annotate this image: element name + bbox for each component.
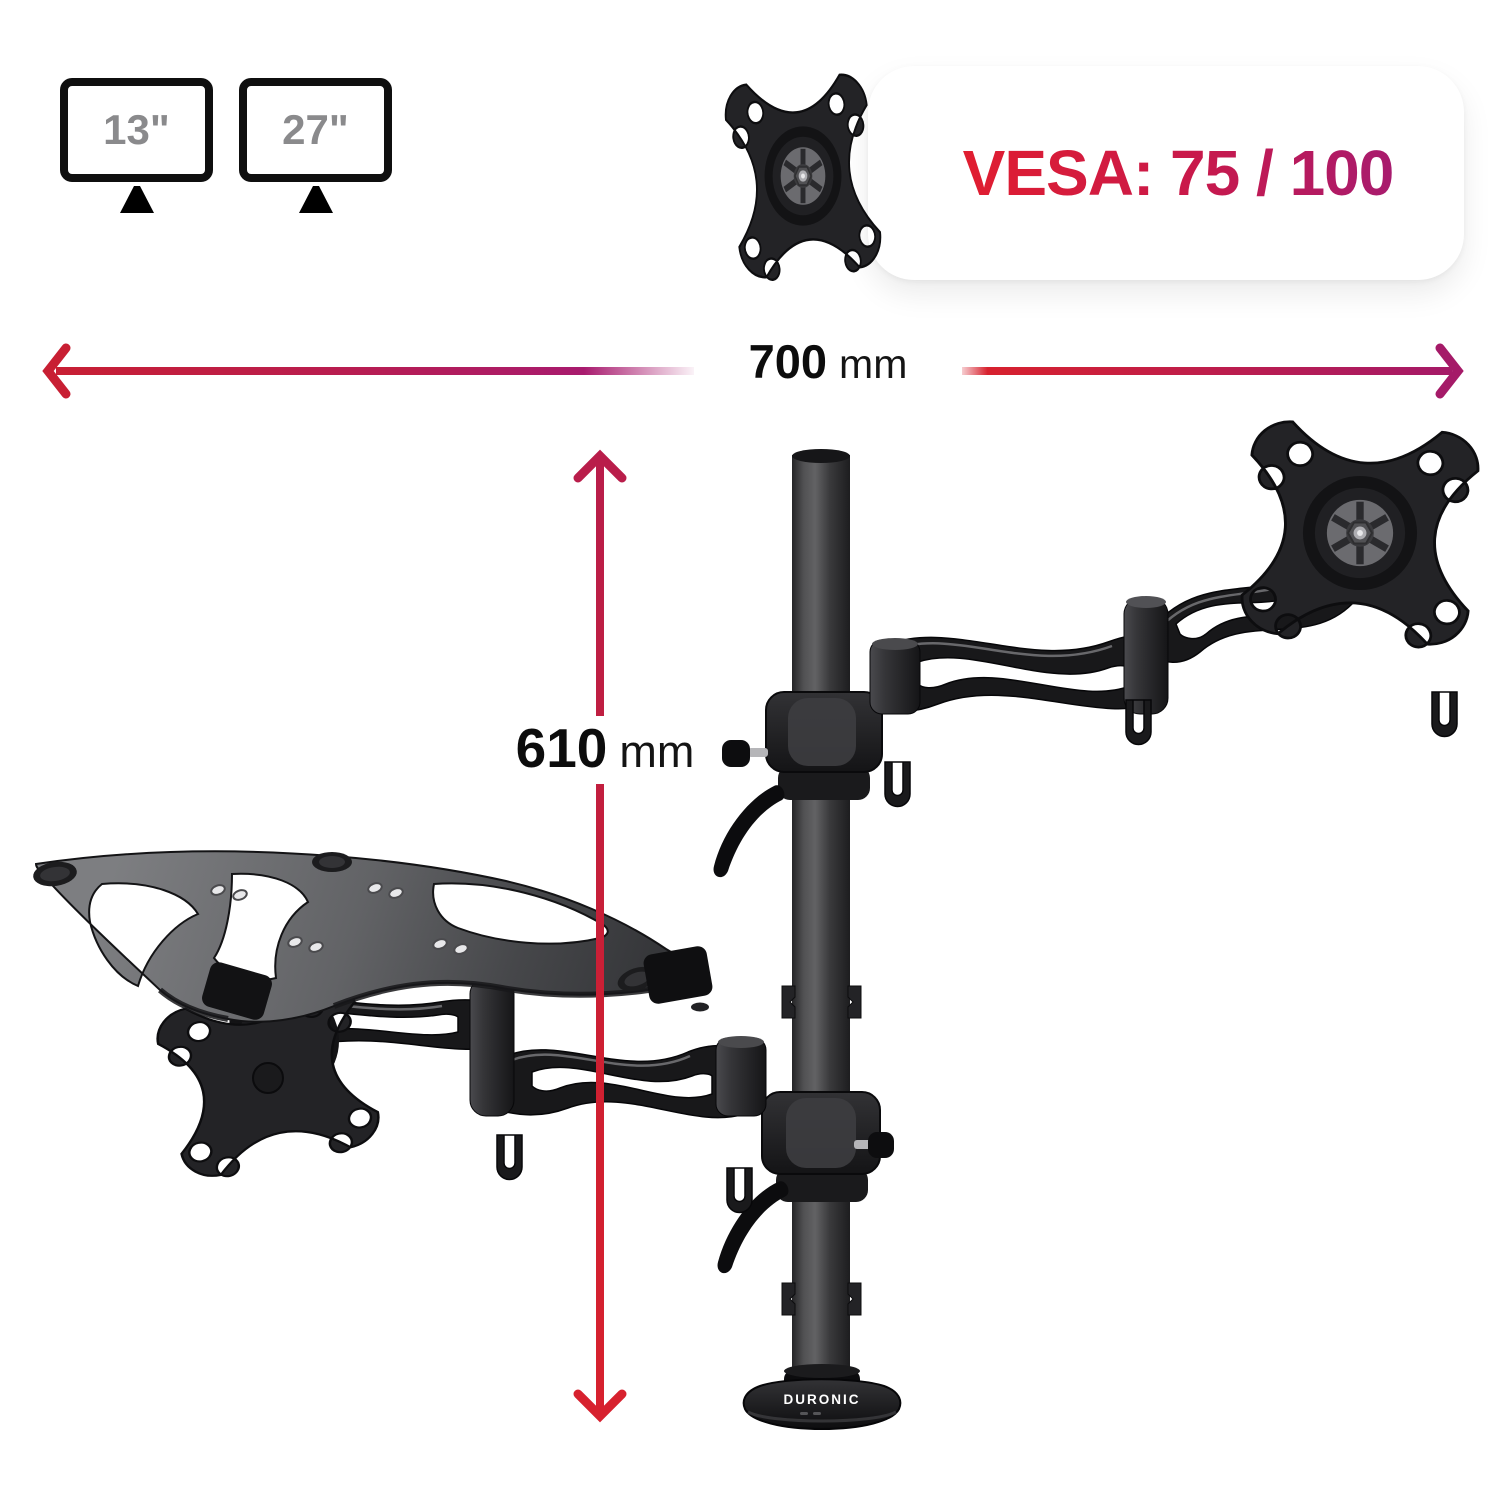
arrowhead-up-icon — [573, 449, 627, 483]
height-value: 610 — [515, 717, 608, 779]
arrowhead-right-icon — [1435, 343, 1464, 399]
height-dimension-label: 610 mm — [492, 716, 718, 784]
pole — [781, 449, 862, 1390]
arrowhead-down-icon — [573, 1389, 627, 1423]
clamp-screw-shaft — [854, 1140, 872, 1149]
monitor-arm — [713, 417, 1482, 878]
arrowhead-left-icon — [42, 343, 71, 399]
cable-clip-icon — [847, 1282, 862, 1316]
monitor-screen: 13" — [60, 78, 213, 182]
monitor-stand — [298, 186, 333, 213]
clamp-screw-shaft — [748, 748, 768, 757]
base: DURONIC — [742, 1364, 902, 1431]
width-dimension-arrow — [42, 343, 1464, 399]
thumb-screw-knob — [868, 1132, 894, 1158]
monitor-size-label: 13" — [103, 106, 170, 153]
arm-pole-socket — [715, 1037, 767, 1117]
pole-top-cap — [792, 449, 850, 463]
cable-clip-icon — [781, 985, 796, 1019]
tray-front-lips — [202, 946, 713, 1020]
cable-clip-icon — [781, 1282, 796, 1316]
cable-hook-icon — [884, 761, 911, 808]
monitor-stand — [119, 186, 154, 213]
width-dimension-label: 700 mm — [694, 334, 962, 398]
monitor-size-icons: 13" 27" — [60, 78, 392, 213]
monitor-13-icon: 13" — [60, 78, 213, 213]
thumb-screw-knob — [722, 740, 750, 767]
brand-logo: DURONIC — [784, 1392, 861, 1407]
arm-elbow-joint — [469, 977, 515, 1117]
vesa-plate-icon — [721, 71, 886, 285]
vesa-badge-label: VESA: 75 / 100 — [939, 136, 1395, 210]
tension-lever — [713, 785, 785, 878]
tray-screw-slots — [210, 882, 469, 955]
height-dimension-arrow — [573, 449, 627, 1423]
height-unit: mm — [619, 726, 695, 777]
cable-hook-icon — [726, 1167, 753, 1214]
cable-clip-icon — [847, 985, 862, 1019]
monitor-size-label: 27" — [282, 106, 349, 153]
cable-hook-icon — [496, 1134, 523, 1181]
monitor-27-icon: 27" — [239, 78, 392, 213]
monitor-vesa-plate — [1237, 417, 1482, 738]
laptop-tray-arm — [33, 850, 894, 1274]
arm-segment — [505, 1044, 745, 1119]
cable-hook-icon — [1431, 691, 1458, 738]
arm-segment — [883, 633, 1159, 712]
vesa-badge-card: VESA: 75 / 100 — [868, 66, 1464, 280]
tension-lever — [717, 1181, 789, 1274]
width-unit: mm — [839, 341, 908, 387]
arm-pole-socket — [869, 639, 921, 715]
arm-elbow-joint — [1123, 597, 1169, 715]
width-value: 700 — [748, 335, 828, 388]
monitor-screen: 27" — [239, 78, 392, 182]
